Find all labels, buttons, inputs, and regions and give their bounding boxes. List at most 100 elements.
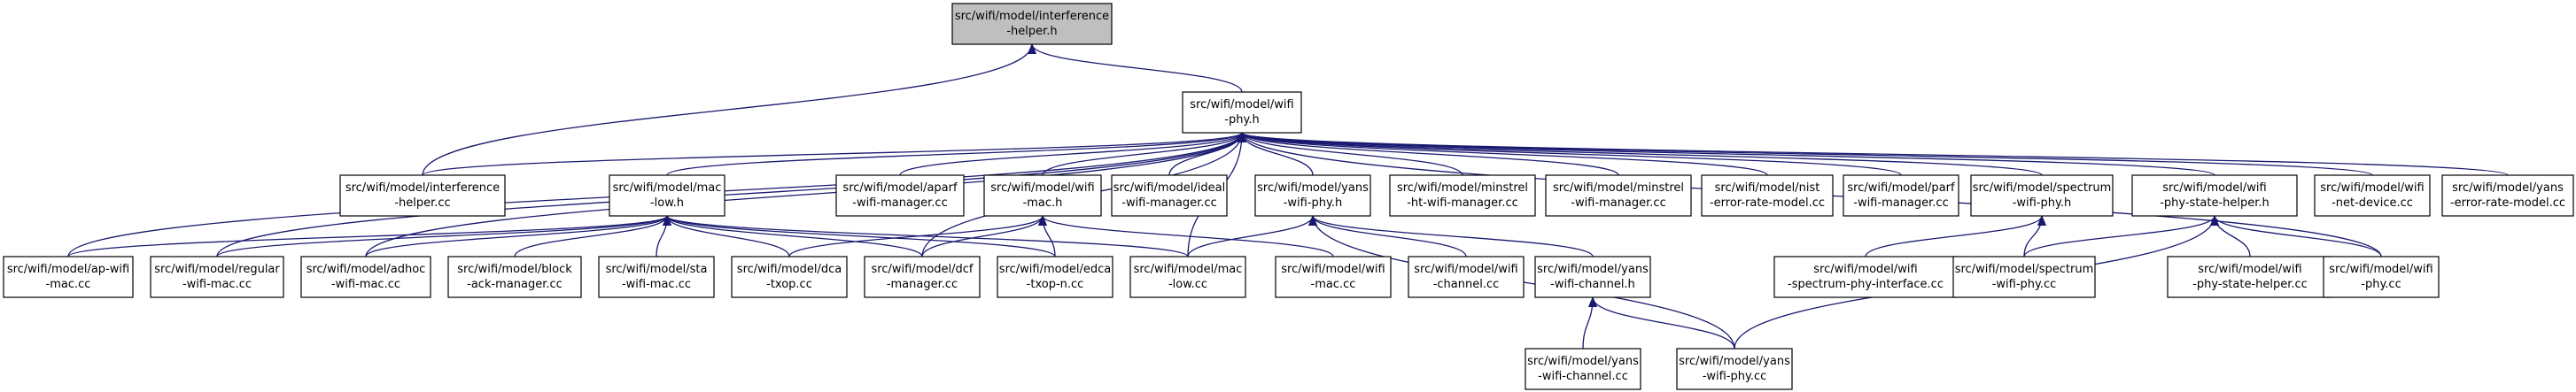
dependency-arrow <box>663 215 1189 257</box>
file-node-wifi-phy-h[interactable]: src/wifi/model/wifi -phy.h <box>1182 91 1302 134</box>
node-label-line: -helper.h <box>1006 25 1057 38</box>
node-label-line: src/wifi/model/parf <box>1847 181 1955 195</box>
node-label-line: -ack-manager.cc <box>467 278 563 291</box>
file-node-interference-cc[interactable]: src/wifi/model/interference-helper.cc <box>339 174 506 217</box>
node-box <box>1545 174 1692 217</box>
dependency-arrow <box>365 132 1246 257</box>
node-box <box>1701 174 1834 217</box>
dependency-arrow <box>1238 132 1902 176</box>
node-label-line: -ht-wifi-manager.cc <box>1407 196 1518 210</box>
dependency-arrow <box>663 215 1056 257</box>
node-label-line: -mac.h <box>1023 196 1063 210</box>
node-label-line: src/wifi/model/wifi <box>990 181 1094 195</box>
dependency-arrow <box>1187 215 1317 257</box>
node-label-line: src/wifi/model/wifi <box>2320 181 2424 195</box>
dependency-arrow <box>1042 132 1246 176</box>
file-node-phy-state-cc[interactable]: src/wifi/model/wifi-phy-state-helper.cc <box>2167 256 2333 298</box>
node-box <box>1182 91 1302 134</box>
node-label-line: -phy-state-helper.h <box>2160 196 2270 210</box>
file-node-parf[interactable]: src/wifi/model/parf-wifi-manager.cc <box>1843 174 1959 217</box>
file-node-adhoc[interactable]: src/wifi/model/adhoc-wifi-mac.cc <box>300 256 431 298</box>
file-node-phy-state-h[interactable]: src/wifi/model/wifi-phy-state-helper.h <box>2131 174 2298 217</box>
file-node-mac-low-h[interactable]: src/wifi/model/mac-low.h <box>609 174 725 217</box>
dependency-arrow <box>899 132 1246 176</box>
file-node-minstrel[interactable]: src/wifi/model/minstrel-wifi-manager.cc <box>1545 174 1692 217</box>
node-label-line: src/wifi/model/interference <box>955 10 1109 23</box>
file-node-mac-low-cc[interactable]: src/wifi/model/mac-low.cc <box>1129 256 1246 298</box>
file-node-interference-h[interactable]: src/wifi/model/interference -helper.h <box>951 3 1113 45</box>
file-node-yans-phy-cc[interactable]: src/wifi/model/yans-wifi-phy.cc <box>1676 348 1793 390</box>
dependency-arrow <box>1028 43 1243 93</box>
file-node-yans-phy-h[interactable]: src/wifi/model/yans-wifi-phy.h <box>1254 174 1371 217</box>
node-label-line: -phy.cc <box>2361 278 2401 291</box>
node-label-line: -error-rate-model.cc <box>1710 196 1825 210</box>
file-node-yans-error[interactable]: src/wifi/model/yans-error-rate-model.cc <box>2441 174 2574 217</box>
file-node-net-device[interactable]: src/wifi/model/wifi-net-device.cc <box>2314 174 2431 217</box>
file-node-regular[interactable]: src/wifi/model/regular-wifi-mac.cc <box>150 256 284 298</box>
file-node-aparf[interactable]: src/wifi/model/aparf-wifi-manager.cc <box>835 174 965 217</box>
file-node-edca[interactable]: src/wifi/model/edca-txop-n.cc <box>997 256 1113 298</box>
node-label-line: src/wifi/model/dca <box>737 263 842 276</box>
node-box <box>835 174 965 217</box>
node-box <box>300 256 431 298</box>
dependency-arrow <box>1308 215 1467 257</box>
file-node-minstrel-ht[interactable]: src/wifi/model/minstrel-ht-wifi-manager.… <box>1389 174 1536 217</box>
file-node-ideal[interactable]: src/wifi/model/ideal-wifi-manager.cc <box>1111 174 1228 217</box>
dependency-arrow <box>663 215 923 257</box>
file-node-dcf[interactable]: src/wifi/model/dcf-manager.cc <box>864 256 981 298</box>
node-label-line: src/wifi/model/adhoc <box>306 263 426 276</box>
node-label-line: src/wifi/model/mac <box>613 181 722 195</box>
file-node-wifi-mac-h[interactable]: src/wifi/model/wifi-mac.h <box>983 174 1102 217</box>
file-node-ap-wifi[interactable]: src/wifi/model/ap-wifi-mac.cc <box>3 256 134 298</box>
node-label-line: -helper.cc <box>394 196 450 210</box>
file-node-wifi-phy-cc[interactable]: src/wifi/model/wifi-phy.cc <box>2323 256 2440 298</box>
file-node-spectrum-cc[interactable]: src/wifi/model/spectrum -wifi-phy.cc <box>1952 256 2096 298</box>
file-node-sta[interactable]: src/wifi/model/sta-wifi-mac.cc <box>598 256 715 298</box>
file-node-spectrum-h[interactable]: src/wifi/model/spectrum-wifi-phy.h <box>1970 174 2114 217</box>
node-box <box>1389 174 1536 217</box>
dependency-arrow <box>1238 132 2043 176</box>
node-box <box>1970 174 2114 217</box>
node-label-line: src/wifi/model/sta <box>606 263 708 276</box>
node-label-line: src/wifi/model/yans <box>1537 263 1649 276</box>
dependency-arrow <box>1865 215 2046 257</box>
dependency-arrow <box>216 132 1246 257</box>
node-label-line: src/wifi/model/yans <box>1679 355 1790 368</box>
node-box <box>1129 256 1246 298</box>
file-node-spectrum-iface[interactable]: src/wifi/model/wifi-spectrum-phy-interfa… <box>1773 256 1958 298</box>
node-box <box>951 3 1113 45</box>
dependency-arrow <box>788 215 1047 257</box>
node-label-line: -channel.cc <box>1433 278 1500 291</box>
dependency-arrow <box>1238 132 2215 176</box>
node-label-line: -net-device.cc <box>2332 196 2413 210</box>
node-label-line: -wifi-manager.cc <box>1571 196 1665 210</box>
node-label-line: src/wifi/model/edca <box>999 263 1111 276</box>
dependency-arrow <box>1238 132 1619 176</box>
node-label-line: -wifi-phy.cc <box>1992 278 2057 291</box>
file-node-dca[interactable]: src/wifi/model/dca -txop.cc <box>731 256 848 298</box>
node-label-line: src/wifi/model/wifi <box>1813 263 1917 276</box>
node-label-line: src/wifi/model/minstrel <box>1397 181 1528 195</box>
file-node-block-ack[interactable]: src/wifi/model/block-ack-manager.cc <box>447 256 582 298</box>
node-label-line: src/wifi/model/wifi <box>1281 263 1385 276</box>
node-box <box>150 256 284 298</box>
node-label-line: src/wifi/model/spectrum <box>1955 263 2094 276</box>
dependency-arrow <box>663 215 790 257</box>
file-node-yans-channel-cc[interactable]: src/wifi/model/yans-wifi-channel.cc <box>1525 348 1641 390</box>
node-box <box>2314 174 2431 217</box>
file-node-yans-channel-h[interactable]: src/wifi/model/yans-wifi-channel.h <box>1534 256 1651 298</box>
node-label-line: -mac.cc <box>46 278 91 291</box>
file-node-wifi-channel[interactable]: src/wifi/model/wifi-channel.cc <box>1408 256 1525 298</box>
node-label-line: -txop.cc <box>766 278 812 291</box>
node-label-line: src/wifi/model/nist <box>1715 181 1820 195</box>
node-box <box>3 256 134 298</box>
file-node-wifi-mac-cc[interactable]: src/wifi/model/wifi-mac.cc <box>1275 256 1392 298</box>
file-node-nist[interactable]: src/wifi/model/nist-error-rate-model.cc <box>1701 174 1834 217</box>
dependency-arrow <box>67 215 671 257</box>
node-label-line: -error-rate-model.cc <box>2450 196 2565 210</box>
node-label-line: -phy.h <box>1224 113 1259 127</box>
node-label-line: src/wifi/model/wifi <box>1190 98 1293 111</box>
dependency-arrow <box>1238 132 1463 176</box>
node-box <box>2167 256 2333 298</box>
node-label-line: src/wifi/model/mac <box>1134 263 1243 276</box>
